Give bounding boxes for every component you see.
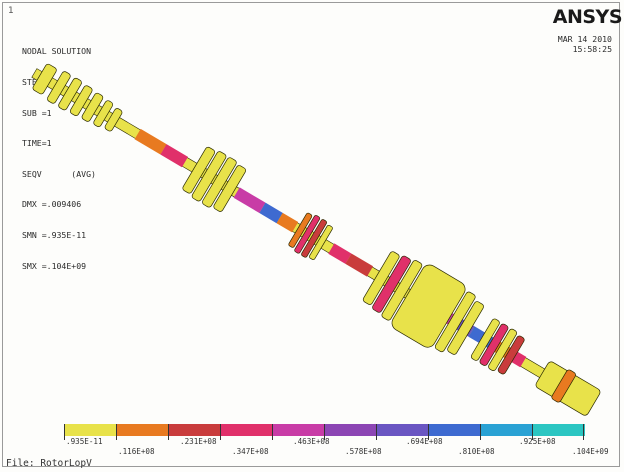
- legend-swatch: [480, 424, 533, 436]
- viewport-frame: [2, 2, 620, 467]
- legend-label-top: .925E+08: [519, 437, 556, 446]
- legend-swatch: [376, 424, 429, 436]
- info-smx: SMX =.104E+09: [22, 260, 87, 271]
- legend-label-top: .694E+08: [406, 437, 443, 446]
- shaft-band: [160, 144, 189, 168]
- legend-swatch: [532, 424, 585, 436]
- info-smn: SMN =.935E-11: [22, 229, 87, 240]
- legend-label-bottom: .104E+09: [572, 447, 609, 456]
- legend-tick: [272, 424, 273, 440]
- legend-label-top: .935E-11: [66, 437, 103, 446]
- right-end-sleeve: [535, 361, 601, 416]
- legend-tick: [376, 424, 377, 440]
- legend-tick: [428, 424, 429, 440]
- legend-tick: [220, 424, 221, 440]
- legend-swatch: [116, 424, 169, 436]
- shaft-band: [345, 253, 374, 277]
- legend-label-top: .463E+08: [293, 437, 330, 446]
- legend-swatch: [428, 424, 481, 436]
- shaft-band: [259, 202, 283, 224]
- legend-tick: [532, 424, 533, 440]
- legend-tick: [480, 424, 481, 440]
- legend-swatch: [220, 424, 273, 436]
- legend-label-bottom: .578E+08: [345, 447, 382, 456]
- legend-tick: [116, 424, 117, 440]
- legend-label-top: .231E+08: [180, 437, 217, 446]
- window-number: 1: [8, 6, 14, 16]
- ansys-logo: ANSYS: [552, 6, 623, 28]
- info-title: NODAL SOLUTION: [22, 46, 92, 57]
- color-legend: [64, 424, 585, 440]
- legend-swatch: [168, 424, 221, 436]
- ring-group: [288, 212, 333, 260]
- legend-tick: [583, 424, 584, 440]
- shaft-band: [328, 243, 352, 264]
- legend-tick: [324, 424, 325, 440]
- legend-swatch: [324, 424, 377, 436]
- info-time: TIME=1: [22, 138, 52, 149]
- shaft-band: [233, 187, 266, 214]
- file-name: File: RotorLopV: [6, 458, 92, 469]
- info-result-type: SEQV (AVG): [22, 168, 96, 179]
- legend-swatch: [272, 424, 325, 436]
- date-text: MAR 14 2010: [557, 34, 612, 44]
- legend-tick: [168, 424, 169, 440]
- info-dmx: DMX =.009406: [22, 199, 82, 210]
- legend-tick: [64, 424, 65, 440]
- legend-swatch: [64, 424, 117, 436]
- central-hub: [362, 251, 484, 355]
- datetime-stamp: MAR 14 2010 15:58:25: [558, 34, 612, 54]
- time-text: 15:58:25: [572, 44, 612, 54]
- legend-label-bottom: .810E+08: [458, 447, 495, 456]
- info-substep: SUB =1: [22, 107, 52, 118]
- shaft-band: [276, 212, 299, 233]
- shaft-band: [134, 128, 167, 155]
- legend-label-bottom: .116E+08: [118, 447, 155, 456]
- legend-label-bottom: .347E+08: [232, 447, 269, 456]
- left-end-fins: [32, 63, 123, 132]
- disc-pack-2: [470, 318, 525, 375]
- disc-pack-1: [182, 146, 246, 212]
